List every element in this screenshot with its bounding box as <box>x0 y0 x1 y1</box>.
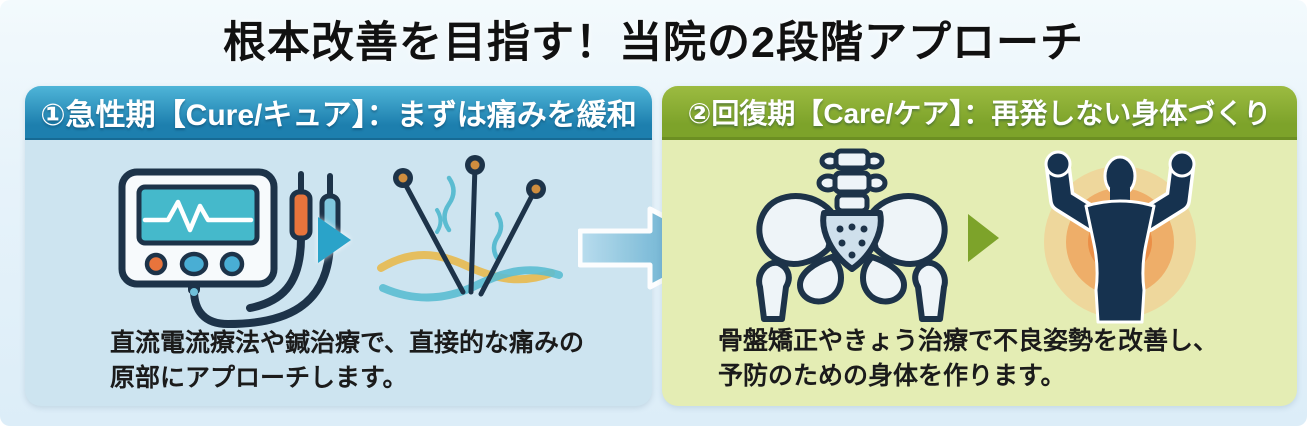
panel-care-header: ②回復期【Care/ケア】：再発しない身体づくり <box>662 86 1297 140</box>
panel-cure-header: ①急性期【Cure/キュア】：まずは痛みを緩和 <box>25 86 652 140</box>
pelvis-bone-icon <box>756 148 948 322</box>
strong-body-silhouette-icon <box>1044 150 1196 324</box>
panel-cure-caption: 直流電流療法や鍼治療で、直接的な痛みの 原部にアプローチします。 <box>110 329 585 392</box>
page-title: 根本改善を目指す！当院の2段階アプローチ <box>223 19 1084 67</box>
arrow-right-icon <box>318 217 351 263</box>
acupuncture-needles-icon <box>377 155 563 302</box>
panel-care-caption: 骨盤矯正やきょう治療で不良姿勢を改善し、 予防のための身体を作ります。 <box>718 327 1219 390</box>
electro-therapy-device-icon <box>118 168 341 329</box>
arrow-right-icon <box>968 214 999 262</box>
panel-cure-acute-phase: ①急性期【Cure/キュア】：まずは痛みを緩和 直流電流療法や鍼治療で、直接的な… <box>25 86 652 406</box>
